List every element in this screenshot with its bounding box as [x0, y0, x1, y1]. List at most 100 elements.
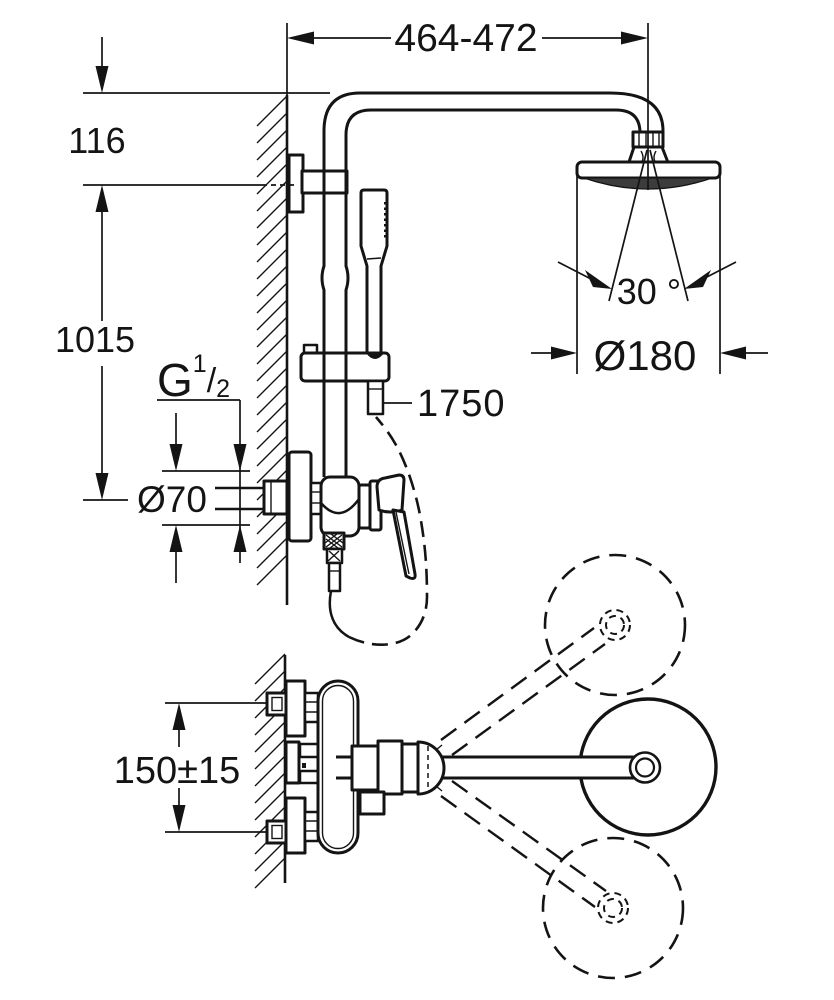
mixer-escutcheon — [287, 450, 313, 543]
arrowhead — [172, 703, 186, 730]
mixer-body-contour — [320, 498, 361, 515]
arrowhead — [95, 66, 109, 93]
leader-line — [557, 261, 592, 280]
arrowhead — [233, 525, 247, 552]
hand-shower-joint-line — [366, 257, 382, 260]
wall-hatching-front — [256, 95, 288, 586]
front-view — [215, 23, 722, 647]
plan-escutcheon-detail — [302, 763, 306, 768]
thread-label: G1/2 — [157, 350, 230, 406]
holder-socket — [366, 353, 384, 359]
shower-hose — [328, 416, 429, 647]
nut-knurling — [638, 133, 660, 146]
swivel-arm-top-edge1 — [440, 627, 595, 741]
inlet-fitting-bottom-inner — [271, 824, 283, 840]
arm-pipe-outer — [322, 91, 665, 142]
diverter-block — [358, 790, 386, 816]
swivel-arm-top-edge2 — [451, 643, 606, 756]
plan-union-bottom-lines — [305, 820, 318, 832]
dimension-riser-height: 1015 — [55, 212, 135, 501]
dim-hose-length-label: 1750 — [417, 383, 506, 425]
plan-escutcheon-top — [284, 679, 307, 738]
arrowhead — [233, 444, 247, 471]
hand-shower-body — [359, 188, 389, 357]
swivel-cap-top-inner — [605, 615, 625, 635]
arrowhead — [169, 444, 183, 471]
hand-shower — [359, 188, 389, 357]
plan-union-nut-top — [303, 691, 320, 724]
plan-union-nut-bottom — [303, 810, 320, 843]
plan-view — [254, 553, 718, 980]
plan-head-and-arm — [336, 697, 718, 837]
dimension-thread: G1/2 — [157, 350, 247, 563]
arrowhead — [551, 346, 577, 360]
pivot-block-a — [350, 744, 380, 792]
pivot-round-cap — [416, 740, 446, 796]
dimension-hose-length: 1750 — [383, 383, 506, 425]
dim-inlet-spacing-label: 150±15 — [114, 750, 241, 792]
dim-escutcheon-diameter-label: Ø70 — [137, 479, 207, 520]
dim-riser-height-label: 1015 — [55, 319, 135, 360]
inlet-fitting-top — [265, 691, 289, 717]
arm-end-cap-inner — [634, 757, 656, 778]
swivel-cap-top-outer — [599, 609, 631, 641]
swivel-cap-bottom-outer — [597, 892, 629, 924]
lever-handle-blade — [391, 508, 417, 580]
dim-wall-offset-label: 116 — [68, 120, 125, 161]
outlet-nut-knurling — [324, 533, 344, 549]
dim-spray-angle-label: 30 ° — [617, 271, 681, 312]
plan-union-mid-a — [298, 742, 320, 759]
dim-arm-projection-label: 464-472 — [394, 17, 537, 60]
outlet-collar-knurling — [327, 550, 341, 562]
thread-g: G — [157, 354, 193, 406]
inlet-fitting-front — [262, 479, 289, 516]
hose-dashed-curve — [348, 416, 429, 647]
dimension-arm-projection: 464-472 — [287, 17, 649, 190]
mixer-valve — [215, 450, 417, 593]
plan-union-top-lines — [305, 701, 318, 713]
arrowhead — [172, 805, 186, 832]
swivel-arm-bottom-edge2 — [451, 780, 607, 892]
dimension-spray-angle: 30 ° — [557, 261, 737, 312]
thread-slash: / — [207, 362, 217, 400]
arm-mask — [440, 758, 640, 777]
swivel-arm-bottom-edge1 — [440, 795, 596, 908]
lever-handle-base — [375, 473, 406, 514]
pivot-ticks — [435, 744, 443, 792]
arrowhead — [684, 270, 711, 289]
plan-union-mid-b — [298, 769, 320, 785]
dimensions-layer: 464-472 116 1015 G1/2 — [55, 17, 768, 833]
pivot-block-b — [376, 739, 404, 796]
plan-escutcheon-middle — [284, 740, 301, 785]
dimension-inlet-spacing: 150±15 — [114, 702, 266, 833]
spray-angle-lines — [608, 149, 689, 302]
dimension-escutcheon-diameter: Ø70 — [137, 413, 250, 583]
thread-numerator: 1 — [193, 350, 207, 378]
riser-right-edge — [344, 140, 350, 477]
wall-hatching-plan — [254, 653, 286, 889]
swivel-head-top — [543, 553, 687, 697]
swivel-positions — [440, 553, 687, 980]
cartridge-cap-inner — [357, 483, 372, 530]
arrowhead — [621, 31, 648, 45]
inlet-fitting-bottom — [265, 819, 289, 845]
riser-left-edge — [320, 140, 326, 477]
plan-inlets — [265, 679, 320, 855]
arrowhead — [169, 525, 183, 552]
hose-connector — [366, 379, 385, 416]
shower-arm-pipe — [322, 91, 665, 142]
arm-pipe-inner — [344, 108, 642, 142]
hose-stem — [327, 561, 342, 593]
lever-blade-line — [395, 511, 410, 575]
wall-front — [256, 23, 289, 605]
wall-plan — [254, 653, 287, 889]
riser-rail — [320, 140, 350, 477]
dimension-wall-offset: 116 — [68, 37, 330, 212]
inlet-fitting-top-inner — [271, 696, 283, 712]
arrowhead — [585, 270, 612, 289]
swivel-head-bottom — [541, 836, 685, 980]
swivel-cap-bottom-inner — [603, 898, 623, 918]
thread-denominator: 2 — [216, 375, 230, 403]
